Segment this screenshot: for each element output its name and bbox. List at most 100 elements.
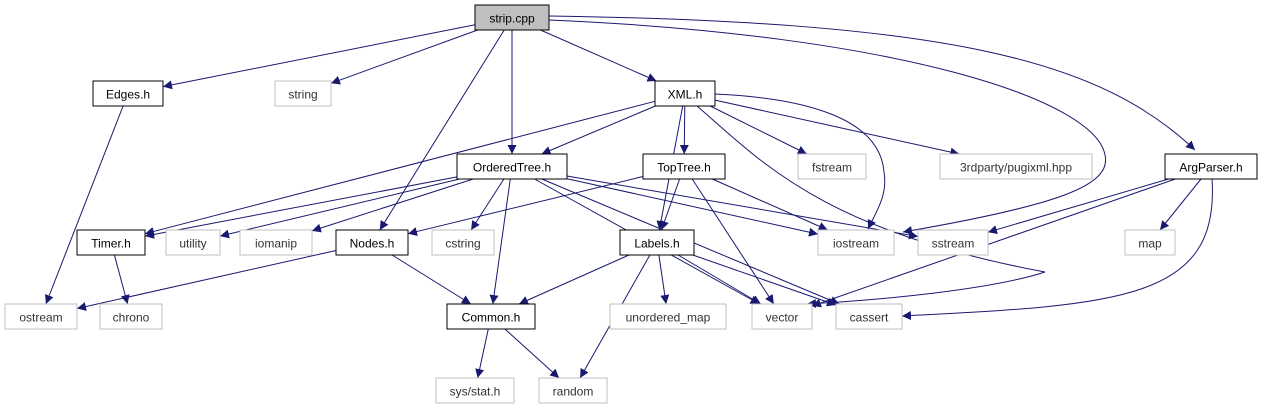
node-box <box>609 303 727 330</box>
node-label: Nodes.h <box>350 237 395 251</box>
node-fstream: fstream <box>797 153 867 180</box>
node-sysstat: sys/stat.h <box>435 377 515 404</box>
node-xml[interactable]: XML.h <box>654 80 716 107</box>
node-orderedtree[interactable]: OrderedTree.h <box>456 153 568 180</box>
edge-toptree-to-labels <box>660 178 681 231</box>
node-random: random <box>538 377 608 404</box>
node-edges[interactable]: Edges.h <box>92 80 164 107</box>
node-label: 3rdparty/pugixml.hpp <box>960 161 1072 175</box>
edge-xml-to-timer <box>144 100 656 236</box>
node-label: map <box>1138 237 1162 251</box>
node-pugixml: 3rdparty/pugixml.hpp <box>939 153 1093 180</box>
node-labels[interactable]: Labels.h <box>619 229 695 256</box>
node-box <box>751 303 813 330</box>
edge-strip-to-iostream <box>548 19 1107 235</box>
edge-argparser-to-map <box>1159 178 1202 231</box>
node-argparser[interactable]: ArgParser.h <box>1164 153 1258 180</box>
edge-orderedtree-to-cstring <box>470 178 505 231</box>
node-label: OrderedTree.h <box>473 161 551 175</box>
node-box <box>4 303 78 330</box>
edge-nodes-to-common <box>391 254 472 305</box>
edge-toptree-to-iostream <box>712 178 828 231</box>
node-label: fstream <box>812 161 852 175</box>
edge-strip-to-argparser <box>548 15 1196 151</box>
node-box <box>538 377 608 404</box>
node-string: string <box>274 80 332 107</box>
edge-strip-to-edges <box>162 24 476 90</box>
edge-xml-to-toptree <box>679 105 689 155</box>
node-box <box>99 303 163 330</box>
edge-toptree-to-nodes <box>407 176 644 236</box>
node-label: Labels.h <box>634 237 679 251</box>
node-label: strip.cpp <box>489 12 535 26</box>
node-box <box>619 229 695 256</box>
node-toptree[interactable]: TopTree.h <box>642 153 726 180</box>
node-box <box>239 229 313 256</box>
node-box <box>1164 153 1258 180</box>
node-label: cstring <box>445 237 480 251</box>
node-box <box>165 229 221 256</box>
node-label: Common.h <box>462 311 521 325</box>
node-common[interactable]: Common.h <box>446 303 536 330</box>
edge-edges-to-ostream <box>44 105 124 305</box>
node-iostream: iostream <box>817 229 895 256</box>
edge-xml-to-iostream <box>713 93 886 230</box>
edge-orderedtree-to-common <box>489 178 511 305</box>
node-label: string <box>288 88 317 102</box>
node-box <box>274 80 332 107</box>
node-map: map <box>1124 229 1176 256</box>
node-label: sys/stat.h <box>450 385 501 399</box>
node-box <box>642 153 726 180</box>
node-unordered_map: unordered_map <box>609 303 727 330</box>
edge-labels-to-unordered_map <box>658 254 670 305</box>
node-box <box>456 153 568 180</box>
node-box <box>817 229 895 256</box>
edge-xml-to-vector <box>696 105 1046 309</box>
node-box <box>335 229 409 256</box>
edge-orderedtree-to-iostream <box>566 178 819 237</box>
node-label: chrono <box>113 311 150 325</box>
edge-argparser-to-vector <box>811 178 1176 308</box>
node-box <box>446 303 536 330</box>
node-box <box>917 229 989 256</box>
node-box <box>1124 229 1176 256</box>
node-box <box>76 229 146 256</box>
node-strip[interactable]: strip.cpp <box>474 4 550 31</box>
edge-common-to-sysstat <box>475 328 489 379</box>
edge-argparser-to-sstream <box>987 178 1169 234</box>
node-box <box>92 80 164 107</box>
node-label: random <box>553 385 594 399</box>
edge-timer-to-chrono <box>113 254 130 305</box>
edge-common-to-random <box>504 328 560 379</box>
edge-xml-to-fstream <box>709 105 808 155</box>
node-label: iostream <box>833 237 879 251</box>
edge-strip-to-xml <box>540 29 657 82</box>
node-label: Edges.h <box>106 88 150 102</box>
node-box <box>797 153 867 180</box>
edge-xml-to-orderedtree <box>541 105 656 155</box>
node-label: sstream <box>932 237 975 251</box>
node-utility: utility <box>165 229 221 256</box>
node-label: ArgParser.h <box>1179 161 1242 175</box>
edge-labels-to-cassert <box>692 254 837 307</box>
edge-nodes-to-ostream <box>76 250 337 311</box>
node-box <box>939 153 1093 180</box>
node-cstring: cstring <box>431 229 495 256</box>
node-label: cassert <box>850 311 889 325</box>
node-label: vector <box>766 311 799 325</box>
edge-orderedtree-to-iomanip <box>311 178 474 233</box>
edge-orderedtree-to-utility <box>219 178 460 239</box>
node-nodes[interactable]: Nodes.h <box>335 229 409 256</box>
edge-orderedtree-to-timer <box>144 176 458 239</box>
node-label: Timer.h <box>91 237 131 251</box>
node-box <box>431 229 495 256</box>
node-box <box>654 80 716 107</box>
edge-orderedtree-to-sstream <box>566 175 919 240</box>
node-vector: vector <box>751 303 813 330</box>
node-timer[interactable]: Timer.h <box>76 229 146 256</box>
node-cassert: cassert <box>835 303 903 330</box>
node-box <box>435 377 515 404</box>
node-box <box>474 4 550 31</box>
